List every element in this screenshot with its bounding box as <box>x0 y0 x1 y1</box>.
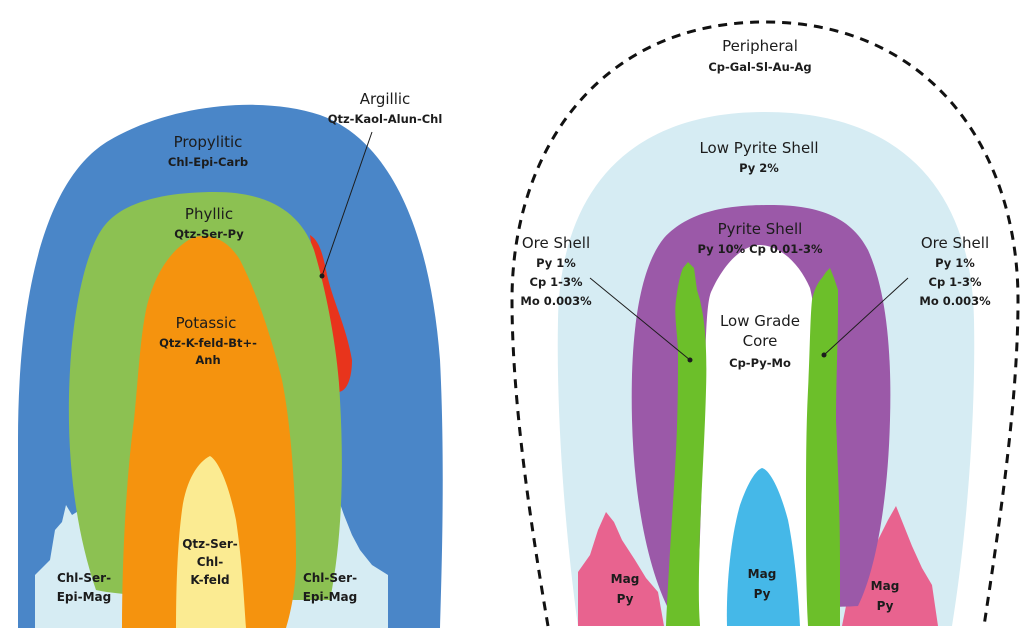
ore-shell-left-leader <box>589 277 691 361</box>
ore-shell-left-line-2: Cp 1-3% <box>530 275 583 289</box>
low-grade-minerals: Cp-Py-Mo <box>729 356 791 370</box>
mag-center-line-1: Mag <box>748 567 777 581</box>
chl-ser-left-line-2: Epi-Mag <box>57 590 112 604</box>
low-grade-line-2: Core <box>743 332 778 350</box>
ore-shell-right-line-1: Py 1% <box>935 256 975 270</box>
peripheral-minerals: Cp-Gal-Sl-Au-Ag <box>708 60 811 74</box>
low-grade-core <box>696 245 832 626</box>
chl-ser-right-line-1: Chl-Ser- <box>303 571 357 585</box>
potassic-title: Potassic <box>176 314 237 332</box>
ore-shell-column-right <box>806 268 840 626</box>
argillic-minerals: Qtz-Kaol-Alun-Chl <box>328 112 443 126</box>
ore-shell-column-left <box>666 262 707 626</box>
low-grade-line-1: Low Grade <box>720 312 800 330</box>
chl-ser-right-line-2: Epi-Mag <box>303 590 358 604</box>
ore-shell-right-title: Ore Shell <box>921 234 989 252</box>
low-pyrite-title: Low Pyrite Shell <box>699 139 818 157</box>
qtz-ser-core-zone <box>176 456 246 628</box>
argillic-title: Argillic <box>360 90 411 108</box>
phyllic-minerals: Qtz-Ser-Py <box>174 227 244 241</box>
mag-right-line-1: Mag <box>871 579 900 593</box>
core-line-2: Chl- <box>197 555 223 569</box>
mag-py-zone-left <box>578 512 664 626</box>
phyllic-title: Phyllic <box>185 205 233 223</box>
ore-shell-right-leader <box>823 277 909 356</box>
pyrite-shell-detail: Py 10% Cp 0.01-3% <box>697 242 822 256</box>
peripheral-title: Peripheral <box>722 37 798 55</box>
low-pyrite-detail: Py 2% <box>739 161 779 175</box>
mag-py-zone-right <box>842 506 938 626</box>
mag-left-line-2: Py <box>617 592 634 606</box>
propylitic-title: Propylitic <box>174 133 243 151</box>
ore-shell-left-line-3: Mo 0.003% <box>520 294 592 308</box>
potassic-minerals-2: Anh <box>195 353 220 367</box>
mag-left-line-1: Mag <box>611 572 640 586</box>
ore-shell-right-dot <box>821 352 827 358</box>
mag-py-zone-center <box>726 468 800 626</box>
pyrite-shell-title: Pyrite Shell <box>718 220 803 238</box>
mag-center-line-2: Py <box>754 587 771 601</box>
argillic-leader-dot <box>319 273 325 279</box>
ore-shell-left-title: Ore Shell <box>522 234 590 252</box>
ore-shell-right-line-3: Mo 0.003% <box>919 294 991 308</box>
mag-right-line-2: Py <box>877 599 894 613</box>
ore-shell-right-line-2: Cp 1-3% <box>929 275 982 289</box>
core-line-3: K-feld <box>190 573 229 587</box>
potassic-minerals-1: Qtz-K-feld-Bt+- <box>159 336 257 350</box>
mineralization-diagram: Peripheral Cp-Gal-Sl-Au-Ag Low Pyrite Sh… <box>510 20 1020 627</box>
propylitic-minerals: Chl-Epi-Carb <box>168 155 248 169</box>
chl-ser-left-line-1: Chl-Ser- <box>57 571 111 585</box>
ore-shell-left-dot <box>687 357 693 363</box>
argillic-leader-line <box>321 131 373 277</box>
chl-ser-zone-left <box>35 505 130 628</box>
alteration-diagram: Propylitic Chl-Epi-Carb Argillic Qtz-Kao… <box>18 90 443 628</box>
ore-shell-left-line-1: Py 1% <box>536 256 576 270</box>
potassic-zone <box>122 236 296 628</box>
peripheral-outline <box>510 20 1020 627</box>
core-line-1: Qtz-Ser- <box>182 537 238 551</box>
